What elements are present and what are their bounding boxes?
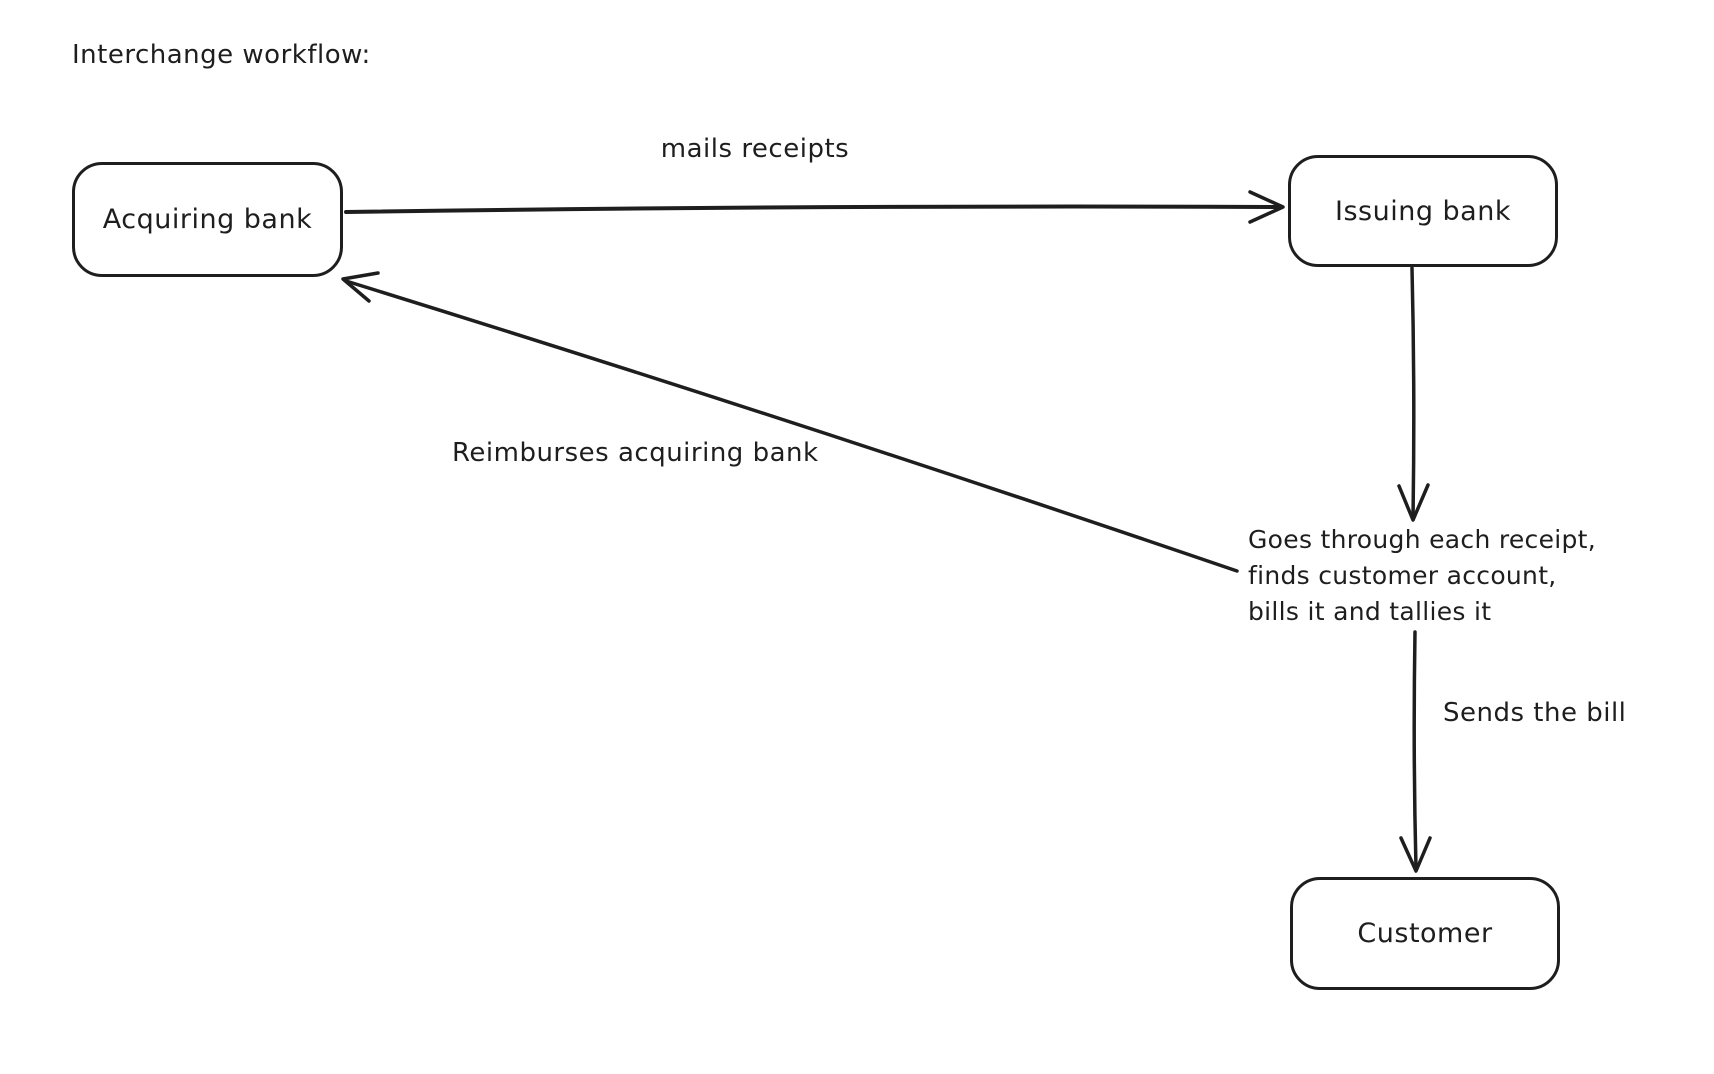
edge-line <box>344 279 1239 573</box>
edge-arrowhead-icon <box>1399 836 1432 873</box>
edge-arrowhead-icon <box>1397 483 1430 522</box>
process-note-line: bills it and tallies it <box>1248 597 1492 626</box>
edge-line <box>1410 266 1416 519</box>
node-label-issuing-bank: Issuing bank <box>1335 195 1511 227</box>
edge-line <box>344 204 1281 214</box>
node-acquiring-bank[interactable]: Acquiring bank <box>72 162 343 277</box>
process-note-line: finds customer account, <box>1248 561 1557 590</box>
node-customer[interactable]: Customer <box>1290 877 1560 990</box>
edge-line <box>1412 630 1418 870</box>
edge-mails-receipts[interactable] <box>344 190 1285 224</box>
edge-arrowhead-icon <box>341 271 380 303</box>
edge-arrowhead-icon <box>1248 190 1285 224</box>
edge-issuing-to-note[interactable] <box>1397 266 1430 522</box>
diagram-title: Interchange workflow: <box>72 40 371 70</box>
edge-sends-the-bill[interactable] <box>1399 630 1432 873</box>
edge-label-reimburses-acquiring-bank[interactable]: Reimburses acquiring bank <box>452 438 819 468</box>
process-note[interactable]: Goes through each receipt, finds custome… <box>1248 522 1596 630</box>
edge-reimburses-acquiring-bank[interactable] <box>341 271 1239 573</box>
node-label-customer: Customer <box>1357 918 1493 949</box>
node-issuing-bank[interactable]: Issuing bank <box>1288 155 1558 267</box>
process-note-line: Goes through each receipt, <box>1248 525 1597 554</box>
edge-label-sends-the-bill[interactable]: Sends the bill <box>1443 698 1627 728</box>
edge-label-mails-receipts[interactable]: mails receipts <box>660 134 850 164</box>
node-label-acquiring-bank: Acquiring bank <box>102 204 313 235</box>
